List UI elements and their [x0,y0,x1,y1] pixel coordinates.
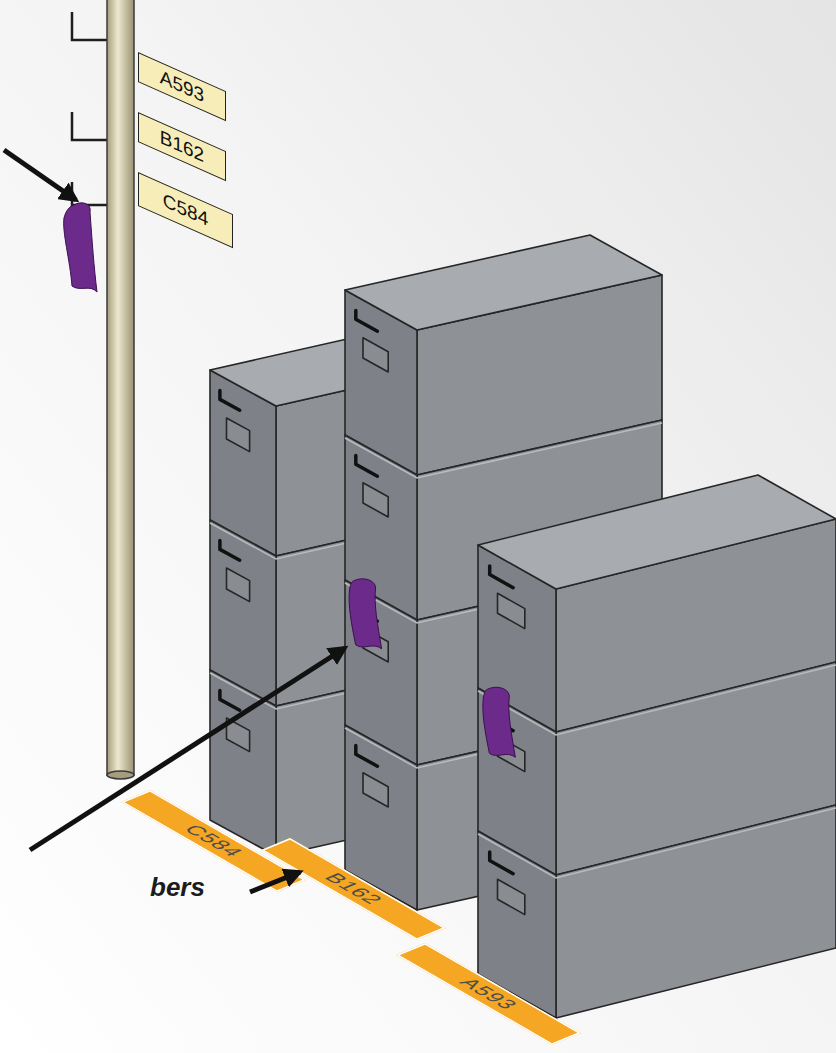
cabinet-top [478,475,836,589]
drawer-edge [478,808,836,878]
pointer-arrow [250,872,300,892]
drawer-edge [478,665,836,735]
purple-tag [349,579,382,649]
drawer-handle [490,852,513,874]
pointer-arrow [4,150,76,200]
drawer-handle [356,456,378,477]
pointer-arrow [30,648,345,850]
label-holder [363,773,388,807]
cabinet-side [556,805,836,1018]
node-text: C584 [178,822,249,859]
node-text: C584 [163,189,208,231]
drawer-edge [345,423,662,478]
drawer-handle [356,311,378,332]
drawer-handle [490,566,513,588]
drawer-handle [220,690,240,710]
hook [72,182,107,205]
drawer-handle [356,746,378,767]
hook [72,12,107,40]
node-text: A593 [160,66,204,108]
sign-plate: A593 [138,52,226,121]
purple-tag [64,203,97,292]
sign-plate: B162 [138,112,226,181]
pole-base [107,771,134,779]
drawer-handle [220,390,240,410]
sign-pole [107,0,134,775]
node-text: B162 [160,126,204,168]
node-text: A593 [453,976,523,1013]
label-holder [498,593,525,628]
filing-cabinet [478,475,836,1018]
label-holder [227,718,250,752]
label-holder [498,879,525,914]
floor-label: B162 [261,838,446,940]
sign-plate: C584 [138,172,233,248]
label-holder [227,568,250,602]
label-holder [227,418,250,452]
node-text: B162 [318,871,388,908]
cabinet-top [345,235,662,330]
label-holder [363,338,388,372]
label-holder [363,483,388,517]
callout-text: bers [150,872,205,903]
drawer-handle [220,540,240,560]
floor-label: C584 [121,790,306,892]
hook [72,112,107,140]
drawer-front [210,670,276,856]
floor-label: A593 [396,943,581,1045]
purple-tag [483,687,516,757]
